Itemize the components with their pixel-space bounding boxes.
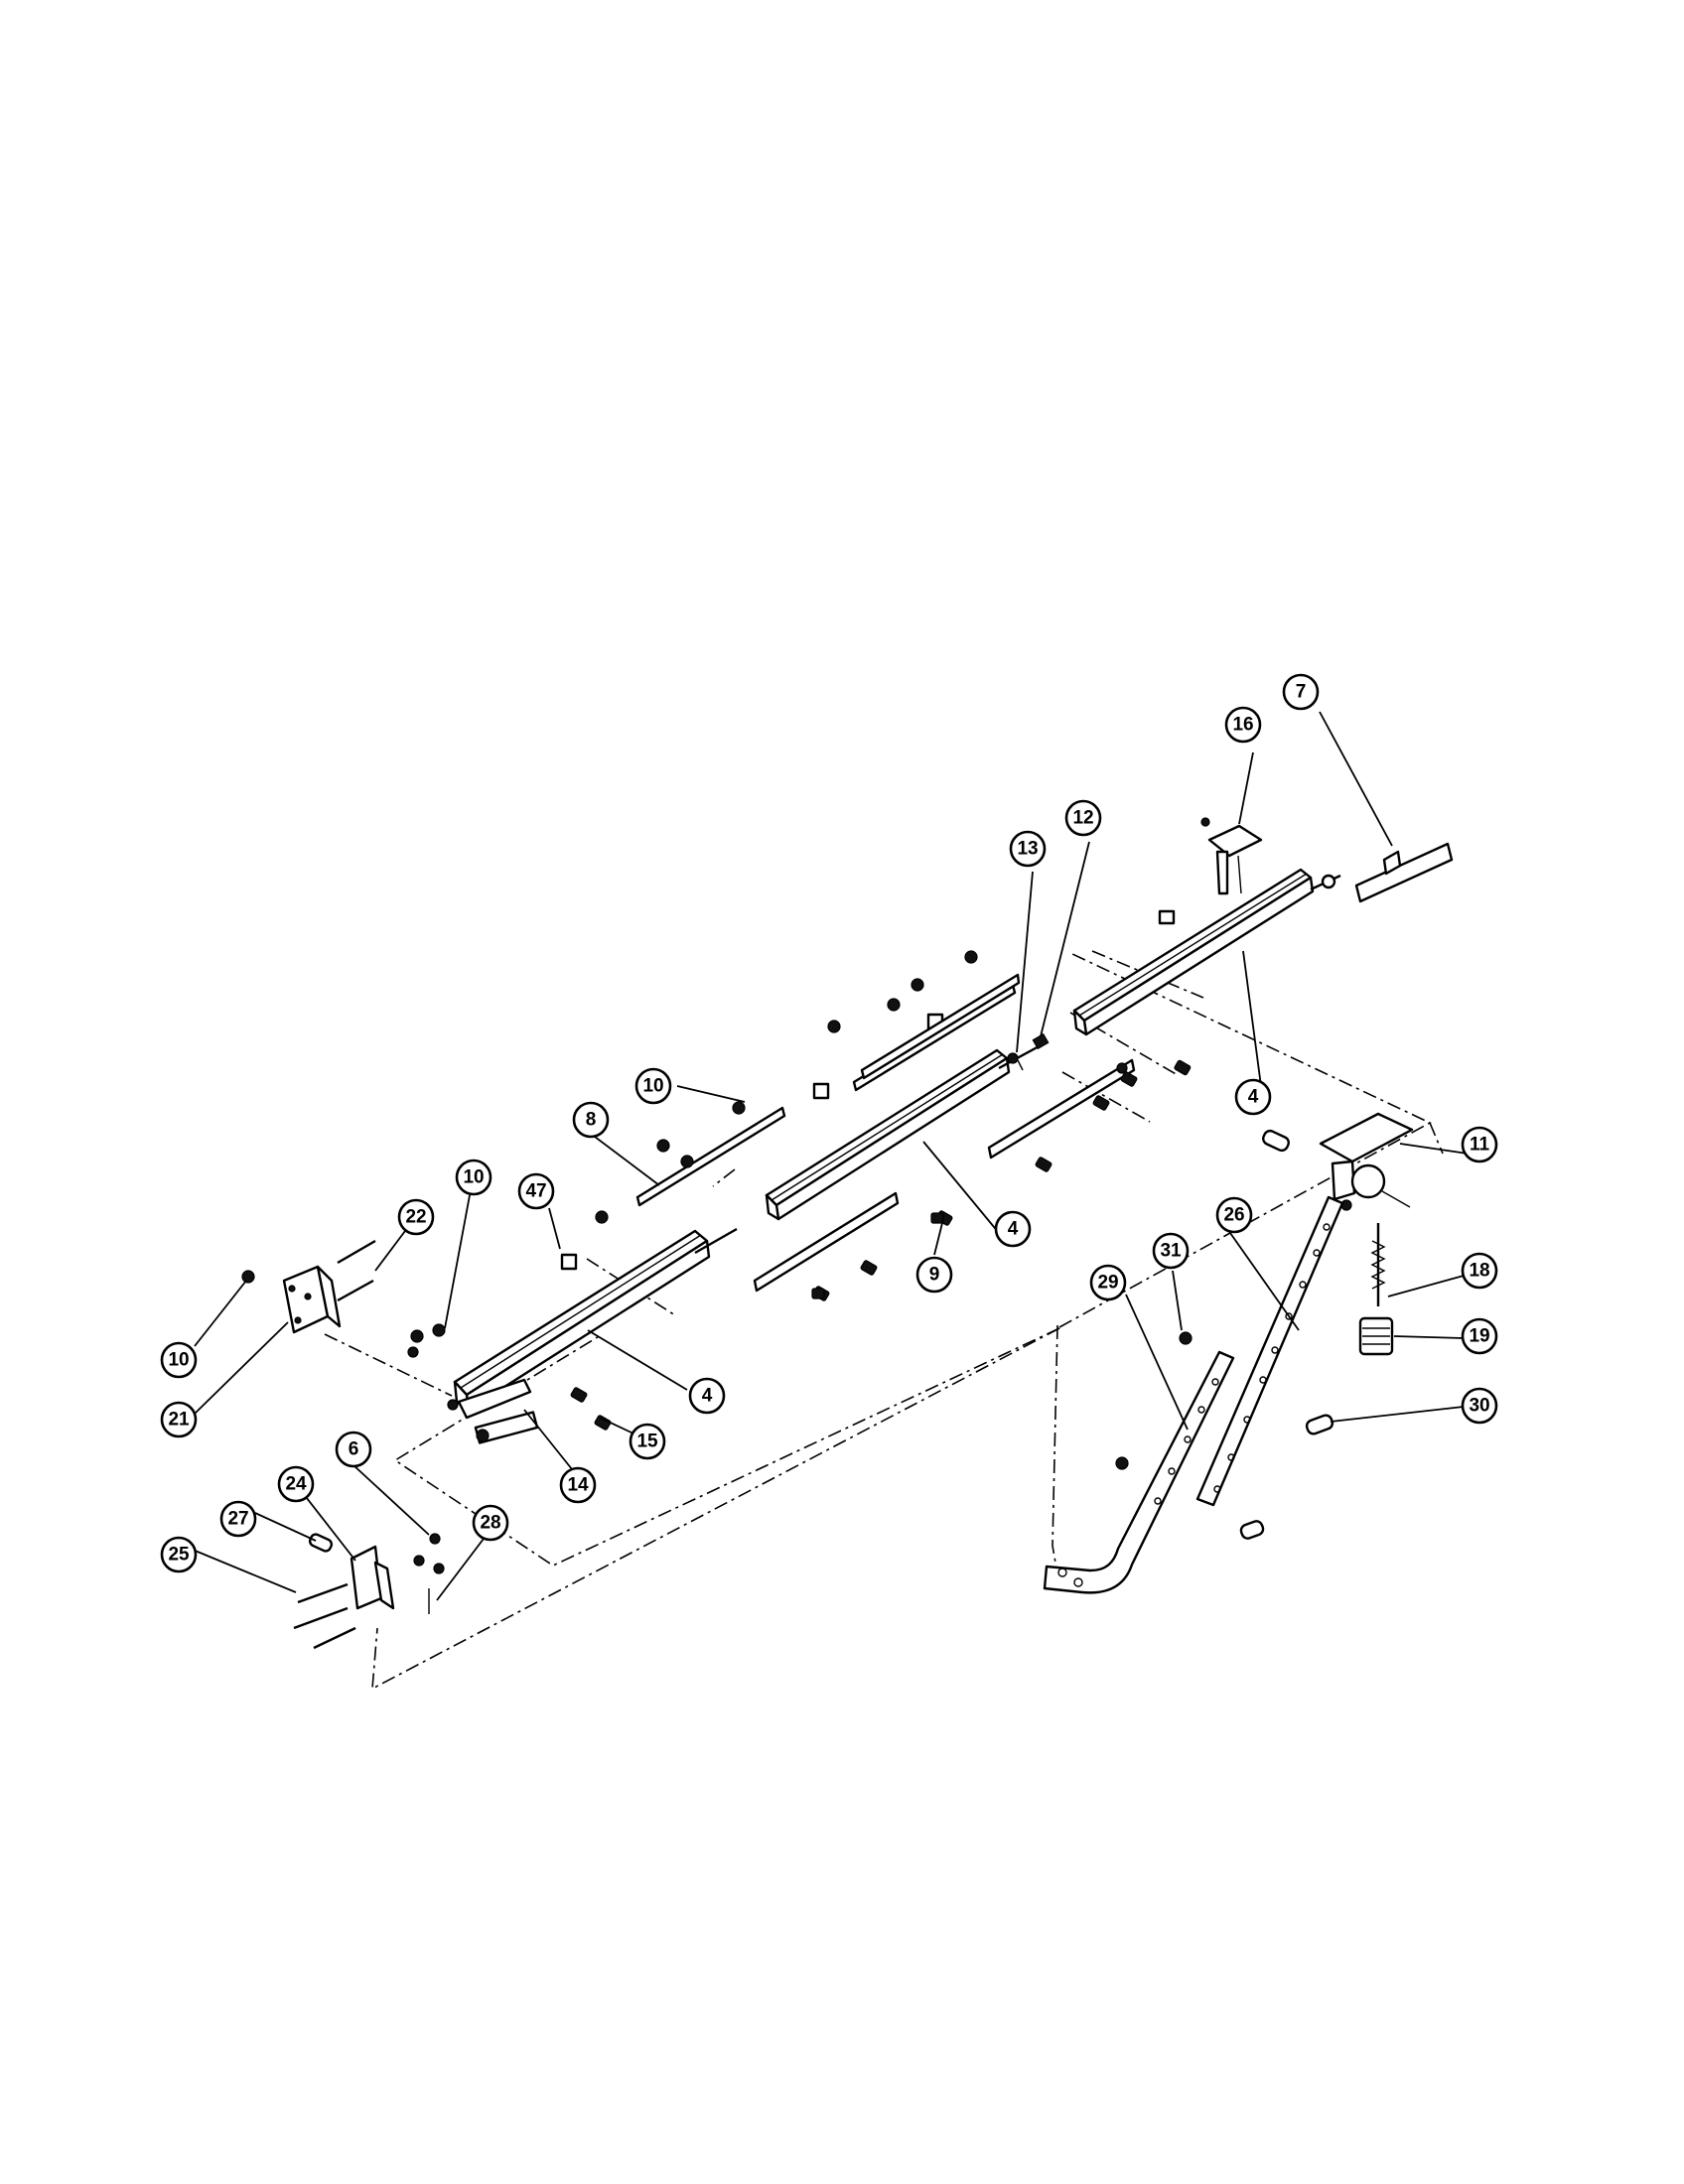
callout-18: 18 — [1461, 1252, 1498, 1290]
door-bracket — [293, 1533, 445, 1650]
callout-label: 9 — [929, 1265, 940, 1286]
callout-label: 25 — [168, 1545, 190, 1566]
callout-4-front: 4 — [688, 1377, 726, 1415]
callout-label: 28 — [480, 1513, 500, 1534]
callout-4-rear: 4 — [1234, 1078, 1272, 1116]
callout-10-top: 10 — [634, 1067, 672, 1105]
callout-label: 31 — [1160, 1241, 1182, 1262]
callout-label: 4 — [1008, 1219, 1019, 1240]
callout-label: 24 — [285, 1474, 307, 1495]
callout-label: 22 — [405, 1207, 426, 1228]
callout-30: 30 — [1461, 1387, 1498, 1425]
callout-label: 19 — [1469, 1326, 1489, 1347]
callout-29: 29 — [1089, 1264, 1127, 1301]
callout-25: 25 — [160, 1536, 198, 1573]
callout-16: 16 — [1224, 706, 1262, 744]
callout-label: 29 — [1097, 1273, 1118, 1294]
callout-14: 14 — [559, 1466, 597, 1504]
callout-label: 4 — [1248, 1087, 1259, 1108]
callout-label: 15 — [636, 1432, 658, 1452]
leader-lines — [192, 711, 1469, 1601]
callout-24: 24 — [277, 1465, 315, 1503]
callout-4-middle: 4 — [994, 1210, 1032, 1248]
callout-13: 13 — [1009, 830, 1047, 868]
callout-label: 27 — [227, 1509, 248, 1530]
callout-10-left: 10 — [160, 1341, 198, 1379]
rail-section-middle — [765, 1048, 1011, 1221]
callout-label: 30 — [1469, 1396, 1489, 1417]
callout-label: 12 — [1072, 808, 1093, 829]
callout-12: 12 — [1064, 799, 1102, 837]
trolley-11 — [1262, 1112, 1414, 1211]
callout-label: 13 — [1017, 839, 1038, 860]
bracket-16 — [1200, 817, 1263, 895]
front-header-bracket — [241, 1239, 376, 1334]
callout-22: 22 — [397, 1198, 435, 1236]
callout-26: 26 — [1215, 1196, 1253, 1234]
callout-label: 4 — [702, 1386, 713, 1407]
callout-47: 47 — [517, 1172, 555, 1210]
clevis-pins — [1179, 1331, 1334, 1540]
callout-7: 7 — [1282, 673, 1320, 711]
callout-label: 8 — [586, 1110, 597, 1131]
callout-11: 11 — [1461, 1126, 1498, 1163]
callout-9: 9 — [915, 1256, 953, 1294]
spring-and-nut — [1358, 1223, 1394, 1356]
callout-label: 11 — [1470, 1135, 1490, 1156]
callout-31: 31 — [1152, 1232, 1190, 1270]
callout-15: 15 — [629, 1423, 666, 1460]
callout-21: 21 — [160, 1401, 198, 1438]
callout-label: 18 — [1469, 1261, 1489, 1282]
callout-label: 7 — [1296, 682, 1307, 703]
front-rail-end — [447, 1378, 539, 1444]
callout-27: 27 — [219, 1500, 257, 1538]
door-arm-curved — [1043, 1350, 1235, 1594]
extension-bar — [1354, 842, 1454, 903]
door-arm-straight — [1195, 1195, 1344, 1507]
callout-8: 8 — [572, 1101, 610, 1139]
callout-label: 10 — [463, 1167, 484, 1188]
rail-couplers — [694, 874, 1341, 1255]
callout-label: 14 — [567, 1475, 589, 1496]
callout-19: 19 — [1461, 1317, 1498, 1355]
rail-section-front — [453, 1229, 711, 1412]
callout-label: 21 — [168, 1410, 190, 1431]
callout-label: 10 — [168, 1350, 189, 1371]
callout-label: 10 — [642, 1076, 663, 1097]
callout-label: 16 — [1232, 715, 1253, 736]
bolts-and-nuts — [407, 950, 1192, 1431]
callout-28: 28 — [472, 1504, 509, 1542]
callout-label: 6 — [349, 1439, 359, 1460]
callout-6: 6 — [335, 1431, 372, 1468]
rail-section-rear — [1072, 868, 1315, 1036]
callout-10-middle: 10 — [455, 1159, 492, 1196]
callout-label: 26 — [1223, 1205, 1244, 1226]
callout-label: 47 — [525, 1181, 546, 1202]
side-plates — [635, 973, 1136, 1293]
